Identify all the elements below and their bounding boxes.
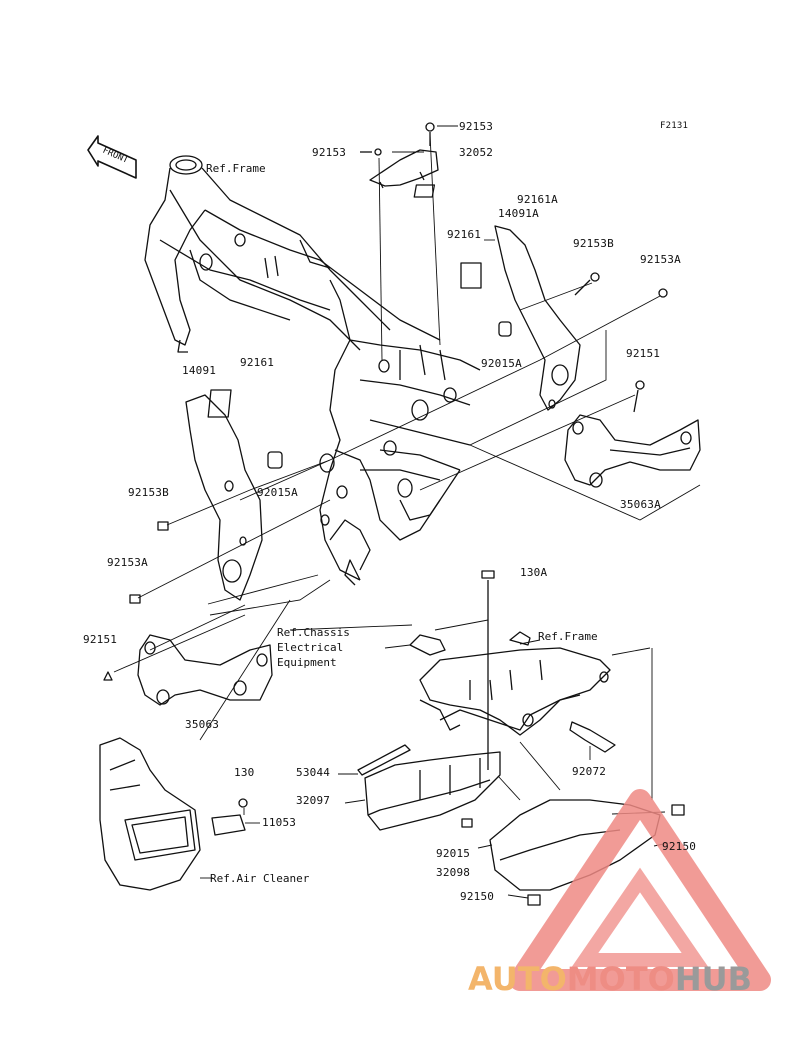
part-label-32052: 32052 bbox=[459, 146, 494, 159]
part-label-130A: 130A bbox=[520, 566, 548, 579]
bracket-35063-drawing bbox=[103, 634, 273, 706]
ref-frame-bottom: Ref.Frame bbox=[538, 630, 598, 643]
watermark-logo: AUTOMOTOHUB bbox=[468, 960, 752, 998]
part-label-92150-bottom: 92150 bbox=[460, 890, 495, 903]
part-label-130: 130 bbox=[234, 766, 255, 779]
ref-chassis-electrical: Ref.Chassis Electrical Equipment bbox=[277, 626, 350, 669]
ref-frame-top: Ref.Frame bbox=[206, 162, 266, 175]
part-label-14091A: 14091A bbox=[498, 207, 539, 220]
air-cleaner-drawing bbox=[99, 737, 248, 891]
part-label-32098: 32098 bbox=[436, 866, 471, 879]
front-arrow-icon: FRONT bbox=[87, 135, 137, 179]
part-label-92153-top: 92153 bbox=[459, 120, 494, 133]
watermark-triangle-icon bbox=[509, 789, 771, 991]
figure-code: F2131 bbox=[660, 121, 689, 131]
leader-lines bbox=[113, 125, 701, 899]
watermark-moto: MOTO bbox=[566, 960, 675, 998]
part-label-92153A-left: 92153A bbox=[107, 556, 148, 569]
main-frame-drawing bbox=[144, 155, 481, 586]
cover-14091-drawing bbox=[129, 389, 283, 604]
part-label-92015A-left: 92015A bbox=[257, 486, 298, 499]
part-label-92161A: 92161A bbox=[517, 193, 558, 206]
part-label-92153B-right: 92153B bbox=[573, 237, 614, 250]
part-label-35063A: 35063A bbox=[620, 498, 661, 511]
bracket-32052-drawing bbox=[360, 122, 439, 198]
part-label-92015A-right: 92015A bbox=[481, 357, 522, 370]
part-label-92153-left: 92153 bbox=[312, 146, 347, 159]
part-label-92161-left: 92161 bbox=[240, 356, 275, 369]
part-label-32097: 32097 bbox=[296, 794, 331, 807]
part-label-92072: 92072 bbox=[572, 765, 607, 778]
subframe-drawing bbox=[409, 631, 616, 753]
part-label-92151-right: 92151 bbox=[626, 347, 661, 360]
part-label-35063: 35063 bbox=[185, 718, 220, 731]
part-label-14091: 14091 bbox=[182, 364, 217, 377]
watermark-auto: AUTO bbox=[468, 960, 567, 998]
part-label-11053: 11053 bbox=[262, 816, 297, 829]
part-label-92151-left: 92151 bbox=[83, 633, 118, 646]
cover-14091A-drawing bbox=[460, 225, 668, 411]
watermark-hub: HUB bbox=[674, 960, 753, 998]
case-32097-drawing bbox=[357, 570, 501, 831]
part-label-92161-right: 92161 bbox=[447, 228, 482, 241]
part-label-92153B-left: 92153B bbox=[128, 486, 169, 499]
part-label-92015: 92015 bbox=[436, 847, 471, 860]
ref-air-cleaner: Ref.Air Cleaner bbox=[210, 872, 310, 885]
part-label-92153A-right: 92153A bbox=[640, 253, 681, 266]
part-label-92150-right: 92150 bbox=[662, 840, 697, 853]
part-label-53044: 53044 bbox=[296, 766, 331, 779]
bracket-35063A-drawing bbox=[564, 380, 701, 488]
